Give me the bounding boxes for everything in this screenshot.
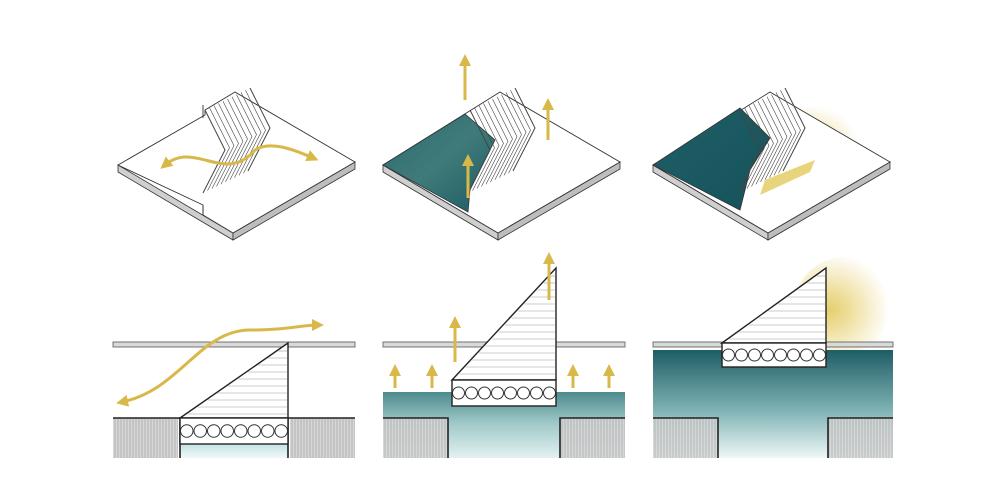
float-cell	[234, 424, 248, 438]
ground-left	[383, 418, 448, 458]
iso-panel-dry	[117, 87, 356, 241]
ramp-step	[773, 92, 797, 176]
ramp-step	[764, 96, 788, 180]
chevron-ramp	[737, 87, 806, 194]
ramp-step	[211, 105, 235, 189]
section-panel-flooded	[652, 257, 895, 458]
passage-arrow	[116, 319, 324, 407]
float-cell	[491, 386, 504, 400]
ground-right	[828, 418, 893, 458]
float-cell	[813, 348, 826, 362]
ramp-step	[494, 96, 518, 180]
float-cell	[722, 348, 735, 362]
ground-right	[560, 418, 625, 458]
float-cell	[207, 424, 221, 438]
section-panel-rising	[382, 252, 626, 458]
ramp-step	[742, 107, 765, 191]
float-cell	[274, 424, 288, 438]
ramp-step	[485, 101, 509, 185]
float-cells	[180, 424, 288, 438]
ramp-step	[503, 92, 527, 176]
ground-left	[653, 418, 718, 458]
float-cell	[517, 386, 530, 400]
ramp-step	[751, 103, 774, 187]
ramp-wedge	[450, 266, 557, 381]
ramp-step	[508, 90, 531, 174]
float-cell	[465, 386, 478, 400]
iso-panel-rising	[382, 54, 621, 241]
passage-arrow	[160, 144, 319, 169]
float-cell	[478, 386, 491, 400]
ramp-step	[737, 109, 761, 194]
chevron-ramp	[467, 87, 536, 194]
float-cell	[193, 424, 207, 438]
ramp-hatch	[459, 275, 555, 375]
float-cell	[180, 424, 194, 438]
float-cells	[722, 348, 826, 362]
ramp-step	[746, 105, 770, 189]
ramp-step	[481, 103, 504, 187]
ramp-step	[769, 94, 792, 178]
iso-panel-flooded	[652, 87, 891, 241]
float-cell	[543, 386, 556, 400]
ramp-step	[755, 101, 779, 185]
ramp-hatch	[729, 275, 825, 340]
float-cell	[735, 348, 748, 362]
ramp-step	[472, 107, 495, 191]
deck-line	[112, 341, 356, 348]
ramp-step	[216, 103, 239, 187]
section-panel-dry	[112, 319, 356, 458]
float-cell	[261, 424, 275, 438]
ramp-step	[220, 101, 244, 185]
channel-outline	[383, 417, 625, 458]
ramp-step	[782, 87, 806, 172]
ramp-step	[512, 87, 536, 172]
ramp-step	[778, 90, 801, 174]
ground-left	[113, 418, 178, 458]
float-cell	[247, 424, 261, 438]
ramp-step	[202, 109, 226, 194]
ramp-shadow-glow	[760, 160, 815, 195]
float-cell	[748, 348, 761, 362]
ground-right	[290, 418, 355, 458]
float-cell	[220, 424, 234, 438]
ramp-step	[476, 105, 500, 189]
ramp-step	[490, 98, 513, 183]
ramp-step	[760, 98, 783, 183]
float-cell	[504, 386, 517, 400]
float-cell	[787, 348, 800, 362]
water-surface	[652, 107, 771, 211]
float-cell	[530, 386, 543, 400]
ramp-step	[467, 109, 491, 194]
float-cell	[800, 348, 813, 362]
float-cell	[774, 348, 787, 362]
float-cells	[452, 386, 556, 400]
channel-outline	[653, 417, 893, 458]
ramp-step	[499, 94, 522, 178]
ramp-step	[207, 107, 230, 191]
float-cell	[452, 386, 465, 400]
float-cell	[761, 348, 774, 362]
